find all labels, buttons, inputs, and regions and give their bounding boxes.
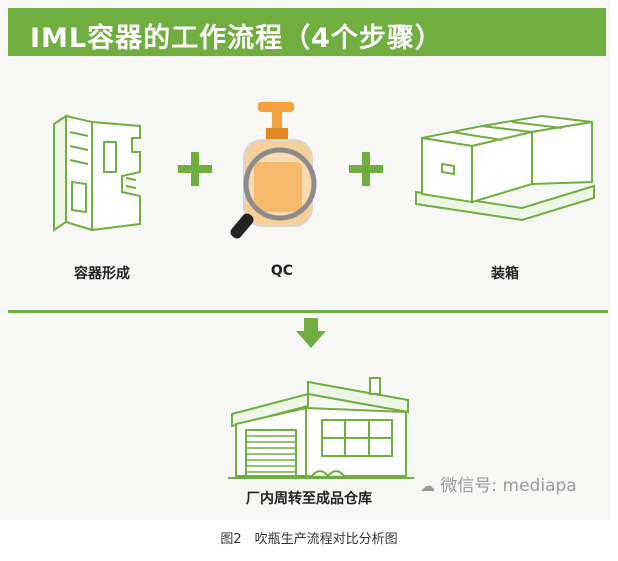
watermark: ☁ 微信号: mediapa (420, 471, 577, 496)
plus-icon (178, 152, 212, 186)
qc-bottle-magnifier-icon (230, 102, 317, 239)
step-label-packing: 装箱 (491, 266, 519, 282)
boxes-on-pallet-icon (415, 114, 595, 222)
title-bar: IML容器的工作流程（4个步骤） (8, 8, 606, 56)
arrow-down-icon (296, 318, 326, 348)
step-label-container-forming: 容器形成 (74, 266, 130, 282)
divider-line (8, 310, 608, 313)
plus-icon (349, 152, 383, 186)
watermark-text: 微信号: mediapa (440, 476, 577, 496)
step-label-qc: QC (270, 263, 294, 279)
wechat-icon: ☁ (420, 477, 435, 495)
container-mold-icon (53, 114, 141, 232)
diagram-title: IML容器的工作流程（4个步骤） (30, 23, 443, 54)
warehouse-icon (228, 377, 414, 479)
destination-label: 厂内周转至成品仓库 (246, 491, 372, 507)
figure-caption: 图2 吹瓶生产流程对比分析图 (220, 532, 398, 547)
